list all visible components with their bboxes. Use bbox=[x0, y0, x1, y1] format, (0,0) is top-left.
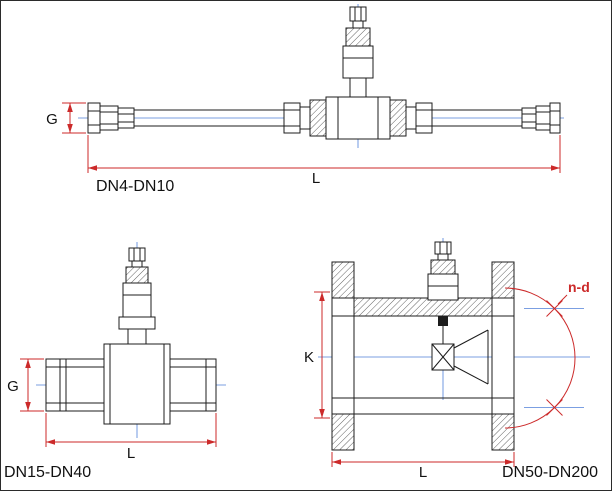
view-dn50-dn200: K L n-d DN50-DN200 bbox=[304, 238, 598, 481]
dimension-k bbox=[314, 291, 330, 419]
sensor-assembly bbox=[118, 247, 156, 345]
sensor-assembly bbox=[427, 241, 459, 301]
dim-label-g: G bbox=[46, 111, 58, 128]
meter-body-flanged bbox=[331, 261, 515, 451]
meter-body-threaded-small bbox=[87, 96, 561, 140]
dimension-l bbox=[45, 413, 217, 447]
dim-label-l: L bbox=[312, 170, 320, 187]
caption-dn15-dn40: DN15-DN40 bbox=[4, 464, 91, 481]
meter-body-threaded-mid bbox=[45, 343, 217, 425]
view-dn15-dn40: G L DN15-DN40 bbox=[4, 242, 226, 481]
dimension-l bbox=[331, 452, 515, 467]
dimension-g bbox=[62, 102, 86, 134]
turbine-internals bbox=[431, 316, 489, 385]
caption-dn4-dn10: DN4-DN10 bbox=[96, 178, 174, 195]
sensor-tip bbox=[438, 316, 448, 326]
sensor-assembly bbox=[342, 6, 374, 98]
view-dn4-dn10: G L DN4-DN10 bbox=[46, 4, 564, 195]
dim-label-l: L bbox=[419, 464, 427, 481]
caption-dn50-dn200: DN50-DN200 bbox=[502, 464, 598, 481]
bolt-count-label: n-d bbox=[568, 279, 590, 295]
bolt-circle bbox=[504, 287, 576, 429]
dim-label-l: L bbox=[127, 445, 135, 462]
dimension-l bbox=[87, 135, 561, 173]
dim-label-k: K bbox=[304, 349, 314, 366]
dim-label-g: G bbox=[7, 378, 19, 395]
dimension-g bbox=[20, 358, 44, 412]
